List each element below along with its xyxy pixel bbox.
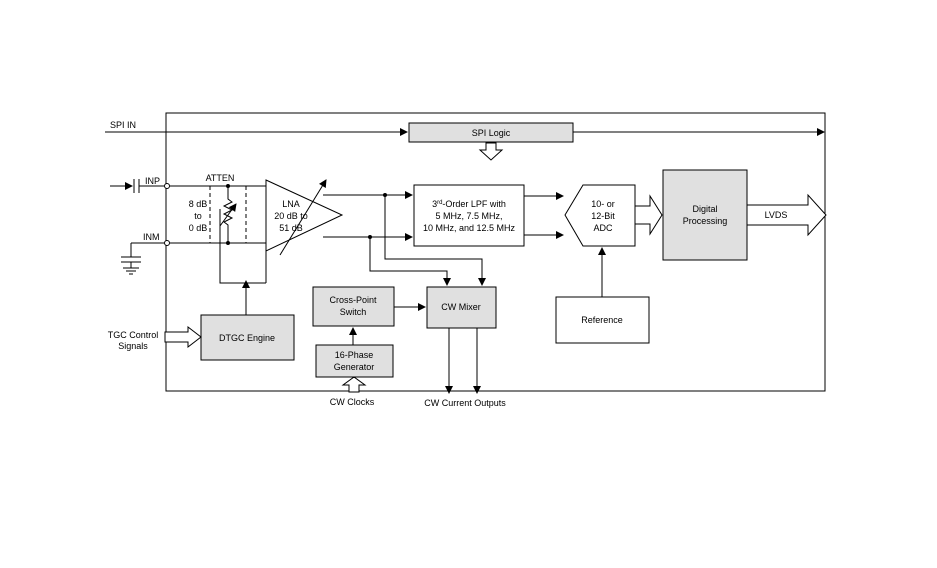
digital-label-line2: Processing: [683, 216, 728, 226]
lna-label-line1: LNA: [282, 199, 300, 209]
tgc-label-line2: Signals: [118, 341, 148, 351]
adc-label-line2: 12-Bit: [591, 211, 615, 221]
spi-down-arrow: [478, 142, 504, 161]
atten-label: ATTEN: [206, 173, 235, 183]
adc-to-digital-arrow: [634, 194, 663, 236]
lpf-line1-sup: rd: [437, 200, 442, 206]
cps-label-line2: Switch: [340, 307, 367, 317]
lpf-label-line1: 3rd-Order LPF with: [432, 199, 506, 209]
digital-label-line1: Digital: [692, 204, 717, 214]
lna-label-line3: 51 dB: [279, 223, 303, 233]
adc-label-line1: 10- or: [591, 199, 615, 209]
lpf-line1-pre: 3: [432, 199, 437, 209]
cross-point-switch-block: [312, 286, 395, 327]
tap-bottom-to-mixer: [369, 237, 451, 286]
spi-in-label: SPI IN: [110, 120, 136, 130]
lpf-label-line3: 10 MHz, and 12.5 MHz: [423, 223, 516, 233]
inp-pin: [164, 183, 170, 189]
lpf-block: [413, 184, 525, 247]
cw-mixer-block: [426, 286, 497, 329]
cw-clocks-arrow: [341, 376, 367, 393]
gen-label-line2: Generator: [334, 362, 375, 372]
inm-label: INM: [143, 232, 160, 242]
lvds-output-arrow: [746, 193, 827, 237]
digital-processing-block: [662, 169, 748, 261]
cw-mixer-label: CW Mixer: [441, 302, 481, 312]
atten-control-wire: [219, 209, 246, 284]
tap-top-to-mixer: [384, 195, 486, 286]
phase-generator-block: [315, 344, 394, 378]
dtgc-engine-label: DTGC Engine: [219, 333, 275, 343]
atten-range-line3: 0 dB: [189, 223, 208, 233]
reference-label: Reference: [581, 315, 623, 325]
adc-label-line3: ADC: [593, 223, 613, 233]
cw-clocks-label: CW Clocks: [330, 397, 375, 407]
lvds-label: LVDS: [765, 210, 788, 220]
inp-label: INP: [145, 176, 160, 186]
tgc-label-line1: TGC Control: [108, 330, 159, 340]
reference-block: [555, 296, 650, 344]
inm-pin: [164, 240, 170, 246]
adc-block: [564, 184, 636, 247]
lpf-label-line2: 5 MHz, 7.5 MHz,: [435, 211, 502, 221]
lna-variable-arrow: [279, 179, 327, 256]
atten-range-line2: to: [194, 211, 202, 221]
cps-label-line1: Cross-Point: [329, 295, 377, 305]
spi-logic-label: SPI Logic: [472, 128, 511, 138]
gen-label-line1: 16-Phase: [335, 350, 374, 360]
atten-resistor: [222, 186, 234, 243]
tgc-input-arrow: [164, 325, 202, 349]
atten-range-line1: 8 dB: [189, 199, 208, 209]
cw-outputs-label: CW Current Outputs: [424, 398, 506, 408]
lpf-line1-post: -Order LPF with: [442, 199, 506, 209]
chip-boundary: [165, 112, 826, 392]
lna-label-line2: 20 dB to: [274, 211, 308, 221]
spi-logic-block: [408, 122, 574, 143]
atten-variable-arrow: [219, 203, 237, 227]
